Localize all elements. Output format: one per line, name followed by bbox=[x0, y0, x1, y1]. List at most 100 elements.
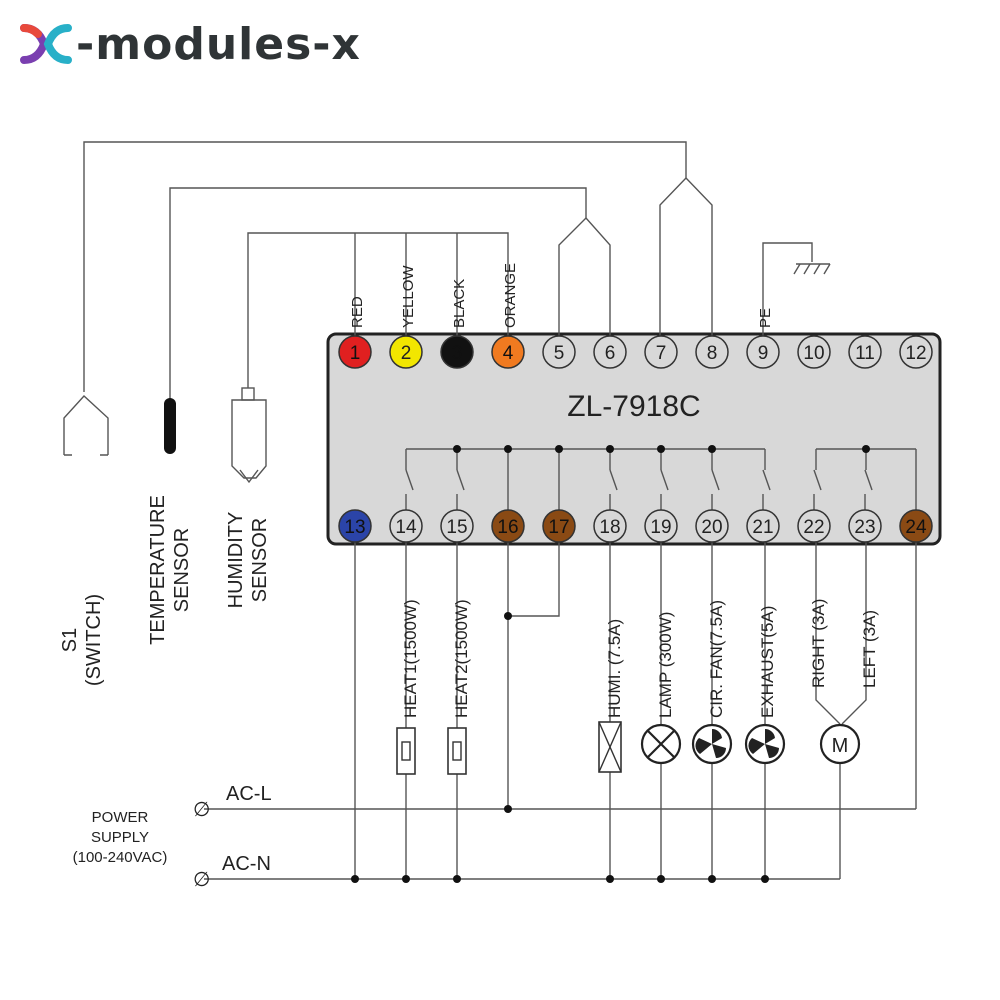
relay-contact bbox=[609, 469, 618, 491]
terminal-17: 17 bbox=[542, 509, 576, 543]
terminal-circle bbox=[593, 509, 627, 543]
terminal-circle bbox=[899, 335, 933, 369]
terminal-number: 11 bbox=[855, 343, 875, 364]
load-label-21: EXHAUST(5A) bbox=[758, 606, 777, 718]
terminal-7: 7 bbox=[644, 335, 678, 369]
brand-mark-icon bbox=[20, 24, 72, 64]
terminal-10: 10 bbox=[797, 335, 831, 369]
exhaust-fan-icon bbox=[744, 723, 786, 765]
terminal-22: 22 bbox=[797, 509, 831, 543]
terminal-18: 18 bbox=[593, 509, 627, 543]
terminal-14: 14 bbox=[389, 509, 423, 543]
terminal-number: 8 bbox=[707, 343, 718, 364]
ac-line-label: AC-L bbox=[226, 783, 272, 805]
humidity-sensor-label: HUMIDITY SENSOR bbox=[225, 512, 271, 609]
terminal-6: 6 bbox=[593, 335, 627, 369]
relay-contact bbox=[864, 469, 873, 491]
humidity-probe-icon bbox=[231, 399, 267, 479]
svg-text:(100-240VAC): (100-240VAC) bbox=[73, 849, 168, 866]
relay-contact bbox=[762, 469, 771, 491]
load-label-15: HEAT2(1500W) bbox=[452, 599, 471, 718]
terminal-circle bbox=[440, 509, 474, 543]
output-wiring: M bbox=[204, 540, 917, 883]
terminal-4: 4 bbox=[491, 335, 525, 369]
terminal-circle bbox=[491, 335, 525, 369]
terminal-circle bbox=[746, 335, 780, 369]
terminal-number: 14 bbox=[395, 517, 417, 538]
terminal-circle bbox=[848, 509, 882, 543]
relay-contact bbox=[456, 469, 465, 491]
terminal-circle bbox=[644, 509, 678, 543]
terminal-circle bbox=[695, 509, 729, 543]
relay-contact bbox=[405, 469, 414, 491]
terminal-circle bbox=[440, 335, 474, 369]
terminal-circle bbox=[797, 509, 831, 543]
terminal-number: 2 bbox=[401, 343, 412, 364]
load-label-text: HUMI. (7.5A) bbox=[605, 619, 624, 718]
terminal-19: 19 bbox=[644, 509, 678, 543]
terminal-number: 20 bbox=[701, 517, 722, 538]
load-label-text: LAMP (300W) bbox=[656, 612, 675, 718]
terminal-2: 2 bbox=[389, 335, 423, 369]
terminal-circle bbox=[491, 509, 525, 543]
terminal-circle bbox=[644, 335, 678, 369]
terminal-number: 17 bbox=[548, 517, 569, 538]
terminal-16: 16 bbox=[491, 509, 525, 543]
terminal-number: 12 bbox=[905, 343, 926, 364]
svg-text:S1: S1 bbox=[59, 628, 81, 652]
relay-contact bbox=[813, 469, 822, 491]
terminal-1: 1 bbox=[338, 335, 372, 369]
load-label-text: CIR. FAN(7.5A) bbox=[707, 600, 726, 718]
svg-text:(SWITCH): (SWITCH) bbox=[83, 594, 105, 686]
terminal-number: 15 bbox=[446, 517, 467, 538]
svg-text:M: M bbox=[832, 735, 849, 757]
terminal-number: 10 bbox=[803, 343, 824, 364]
load-labels: HEAT1(1500W) HEAT2(1500W) HUMI. (7.5A) LAMP… bbox=[401, 599, 879, 718]
terminal-number: 9 bbox=[758, 343, 769, 364]
load-label-22: RIGHT (3A) bbox=[809, 599, 828, 688]
terminal-number: 6 bbox=[605, 343, 616, 364]
svg-text:SUPPLY: SUPPLY bbox=[91, 829, 149, 846]
terminal-12: 12 bbox=[899, 335, 933, 369]
wire-label-3: BLACK bbox=[451, 279, 468, 328]
load-label-20: CIR. FAN(7.5A) bbox=[707, 600, 726, 718]
terminal-number: 7 bbox=[656, 343, 667, 364]
terminal-15: 15 bbox=[440, 509, 474, 543]
wire-label-2: YELLOW bbox=[400, 265, 417, 328]
relay-contacts bbox=[405, 445, 917, 512]
terminal-number: 4 bbox=[503, 343, 514, 364]
terminal-circle bbox=[389, 509, 423, 543]
terminal-number: 21 bbox=[752, 517, 773, 538]
circulation-fan-icon bbox=[691, 723, 733, 765]
terminal-circle bbox=[746, 509, 780, 543]
terminal-number: 16 bbox=[497, 517, 518, 538]
temperature-probe-icon bbox=[164, 398, 176, 454]
heater2-icon bbox=[447, 727, 467, 775]
ac-neutral-terminal-icon: ∅ bbox=[193, 869, 210, 891]
terminal-circle bbox=[848, 335, 882, 369]
terminal-circle bbox=[899, 509, 933, 543]
terminal-number: 24 bbox=[905, 517, 927, 538]
terminal-13: 13 bbox=[338, 509, 372, 543]
terminal-20: 20 bbox=[695, 509, 729, 543]
terminal-number: 13 bbox=[344, 517, 365, 538]
wire-label-text: BLACK bbox=[451, 279, 468, 328]
wire-label-text: PE bbox=[757, 308, 774, 328]
terminal-number: 1 bbox=[350, 343, 361, 364]
relay-contact bbox=[711, 469, 720, 491]
terminal-number: 3 bbox=[452, 343, 463, 364]
wire-label-text: ORANGE bbox=[502, 263, 519, 328]
terminal-circle bbox=[338, 335, 372, 369]
load-label-text: HEAT1(1500W) bbox=[401, 599, 420, 718]
load-label-18: HUMI. (7.5A) bbox=[605, 619, 624, 718]
terminal-number: 19 bbox=[650, 517, 671, 538]
load-label-19: LAMP (300W) bbox=[656, 612, 675, 718]
terminal-number: 22 bbox=[803, 517, 824, 538]
ac-line-terminal-icon: ∅ bbox=[193, 799, 210, 821]
terminal-9: 9 bbox=[746, 335, 780, 369]
controller-body bbox=[326, 332, 942, 546]
terminal-24: 24 bbox=[899, 509, 933, 543]
terminal-21: 21 bbox=[746, 509, 780, 543]
